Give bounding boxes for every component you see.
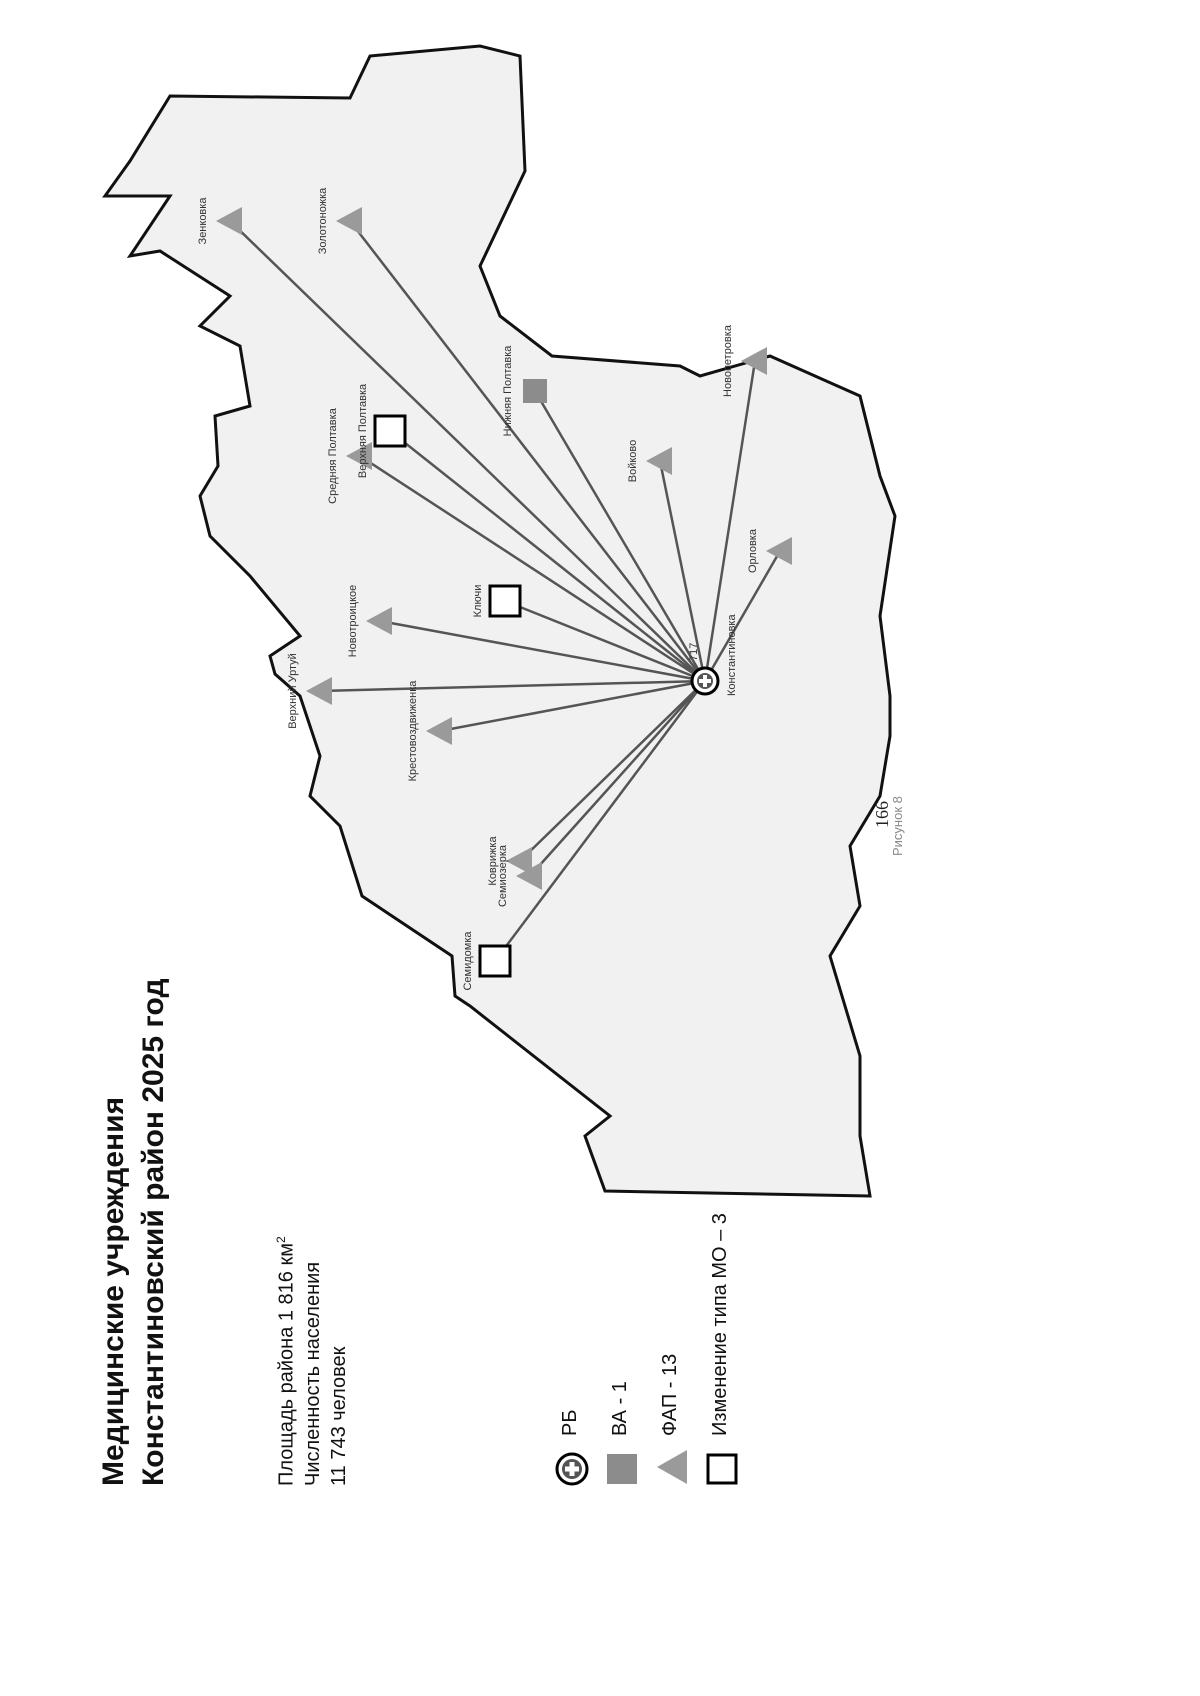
fap-triangle-marker	[426, 717, 452, 745]
settlement-label: Зенковка	[197, 197, 209, 245]
page-title: Медицинские учреждения Константиновский …	[94, 978, 174, 1486]
settlement-label: Золотоножка	[317, 187, 329, 254]
district-boundary	[102, 44, 897, 1198]
fap-triangle-icon	[657, 1450, 687, 1484]
va-square-marker	[523, 379, 547, 403]
title-line-1: Медицинские учреждения	[97, 1096, 130, 1486]
legend-label-changed: Изменение типа МО – 3	[709, 1213, 731, 1436]
center-code: 717	[688, 643, 700, 661]
connection-line	[439, 679, 706, 733]
center-label: Константиновка	[726, 614, 738, 696]
connection-lines	[229, 220, 782, 962]
settlement-label: Верхний Уртуй	[287, 653, 299, 729]
settlement-label: Верхняя Полтавка	[357, 383, 369, 478]
connection-line	[379, 619, 706, 683]
changed-type-marker	[373, 414, 407, 448]
settlement-label: Нижняя Полтавка	[502, 345, 514, 437]
population-value: 11 743 человек	[327, 1346, 350, 1486]
va-square-icon	[607, 1454, 637, 1484]
fap-triangle-marker	[306, 677, 332, 705]
fap-triangle-marker	[216, 207, 242, 235]
connection-line	[494, 680, 706, 962]
fap-triangle-marker	[506, 847, 532, 875]
settlement-label: Орловка	[747, 528, 759, 573]
settlement-label: Крестовоздвиженка	[407, 680, 419, 782]
connection-line	[349, 220, 706, 682]
fap-triangle-marker	[766, 537, 792, 565]
connection-line	[658, 460, 707, 682]
area-line: Площадь района 1 816 км2	[268, 1236, 300, 1486]
settlement-symbols	[216, 207, 792, 978]
settlement-label: Ключи	[472, 585, 484, 618]
settlement-label: Семидомка	[462, 931, 474, 991]
connection-line	[504, 599, 706, 683]
fap-triangle-marker	[516, 862, 542, 890]
legend-label-va: ВА - 1	[609, 1381, 631, 1436]
connection-line	[359, 454, 706, 683]
title-line-2: Константиновский район 2025 год	[137, 978, 170, 1486]
connection-line	[319, 679, 706, 693]
fap-triangle-marker	[741, 347, 767, 375]
connection-line	[533, 390, 707, 682]
settlement-label: Войково	[627, 440, 639, 483]
fap-triangle-marker	[336, 207, 362, 235]
district-stats: Площадь района 1 816 км2 Численность нас…	[268, 1236, 352, 1486]
rb-icon	[555, 1452, 589, 1486]
fap-triangle-marker	[646, 447, 672, 475]
fap-triangle-marker	[366, 607, 392, 635]
settlement-label: Семиозерка	[497, 844, 509, 907]
changed-type-marker	[478, 944, 512, 978]
area-text: Площадь района 1 816 км	[275, 1243, 298, 1486]
settlement-label: Новопетровка	[722, 324, 734, 397]
connection-line	[703, 360, 757, 682]
rb-hospital-marker	[690, 666, 720, 696]
connection-line	[529, 680, 706, 877]
population-label: Численность населения	[301, 1261, 324, 1486]
connection-line	[519, 680, 706, 862]
area-unit-sup: 2	[274, 1236, 288, 1243]
connection-line	[229, 220, 706, 682]
fap-triangle-marker	[346, 442, 372, 470]
settlement-label: Коврижка	[487, 836, 499, 886]
connection-line	[703, 550, 782, 682]
legend-label-rb: РБ	[559, 1409, 581, 1436]
legend-label-fap: ФАП - 13	[659, 1353, 681, 1436]
settlement-label: Новотроицкое	[347, 585, 359, 658]
change-square-icon	[706, 1453, 738, 1485]
connection-line	[389, 430, 706, 682]
figure-caption: Рисунок 8	[890, 796, 905, 856]
settlement-label: Средняя Полтавка	[327, 407, 339, 504]
changed-type-marker	[488, 584, 522, 618]
